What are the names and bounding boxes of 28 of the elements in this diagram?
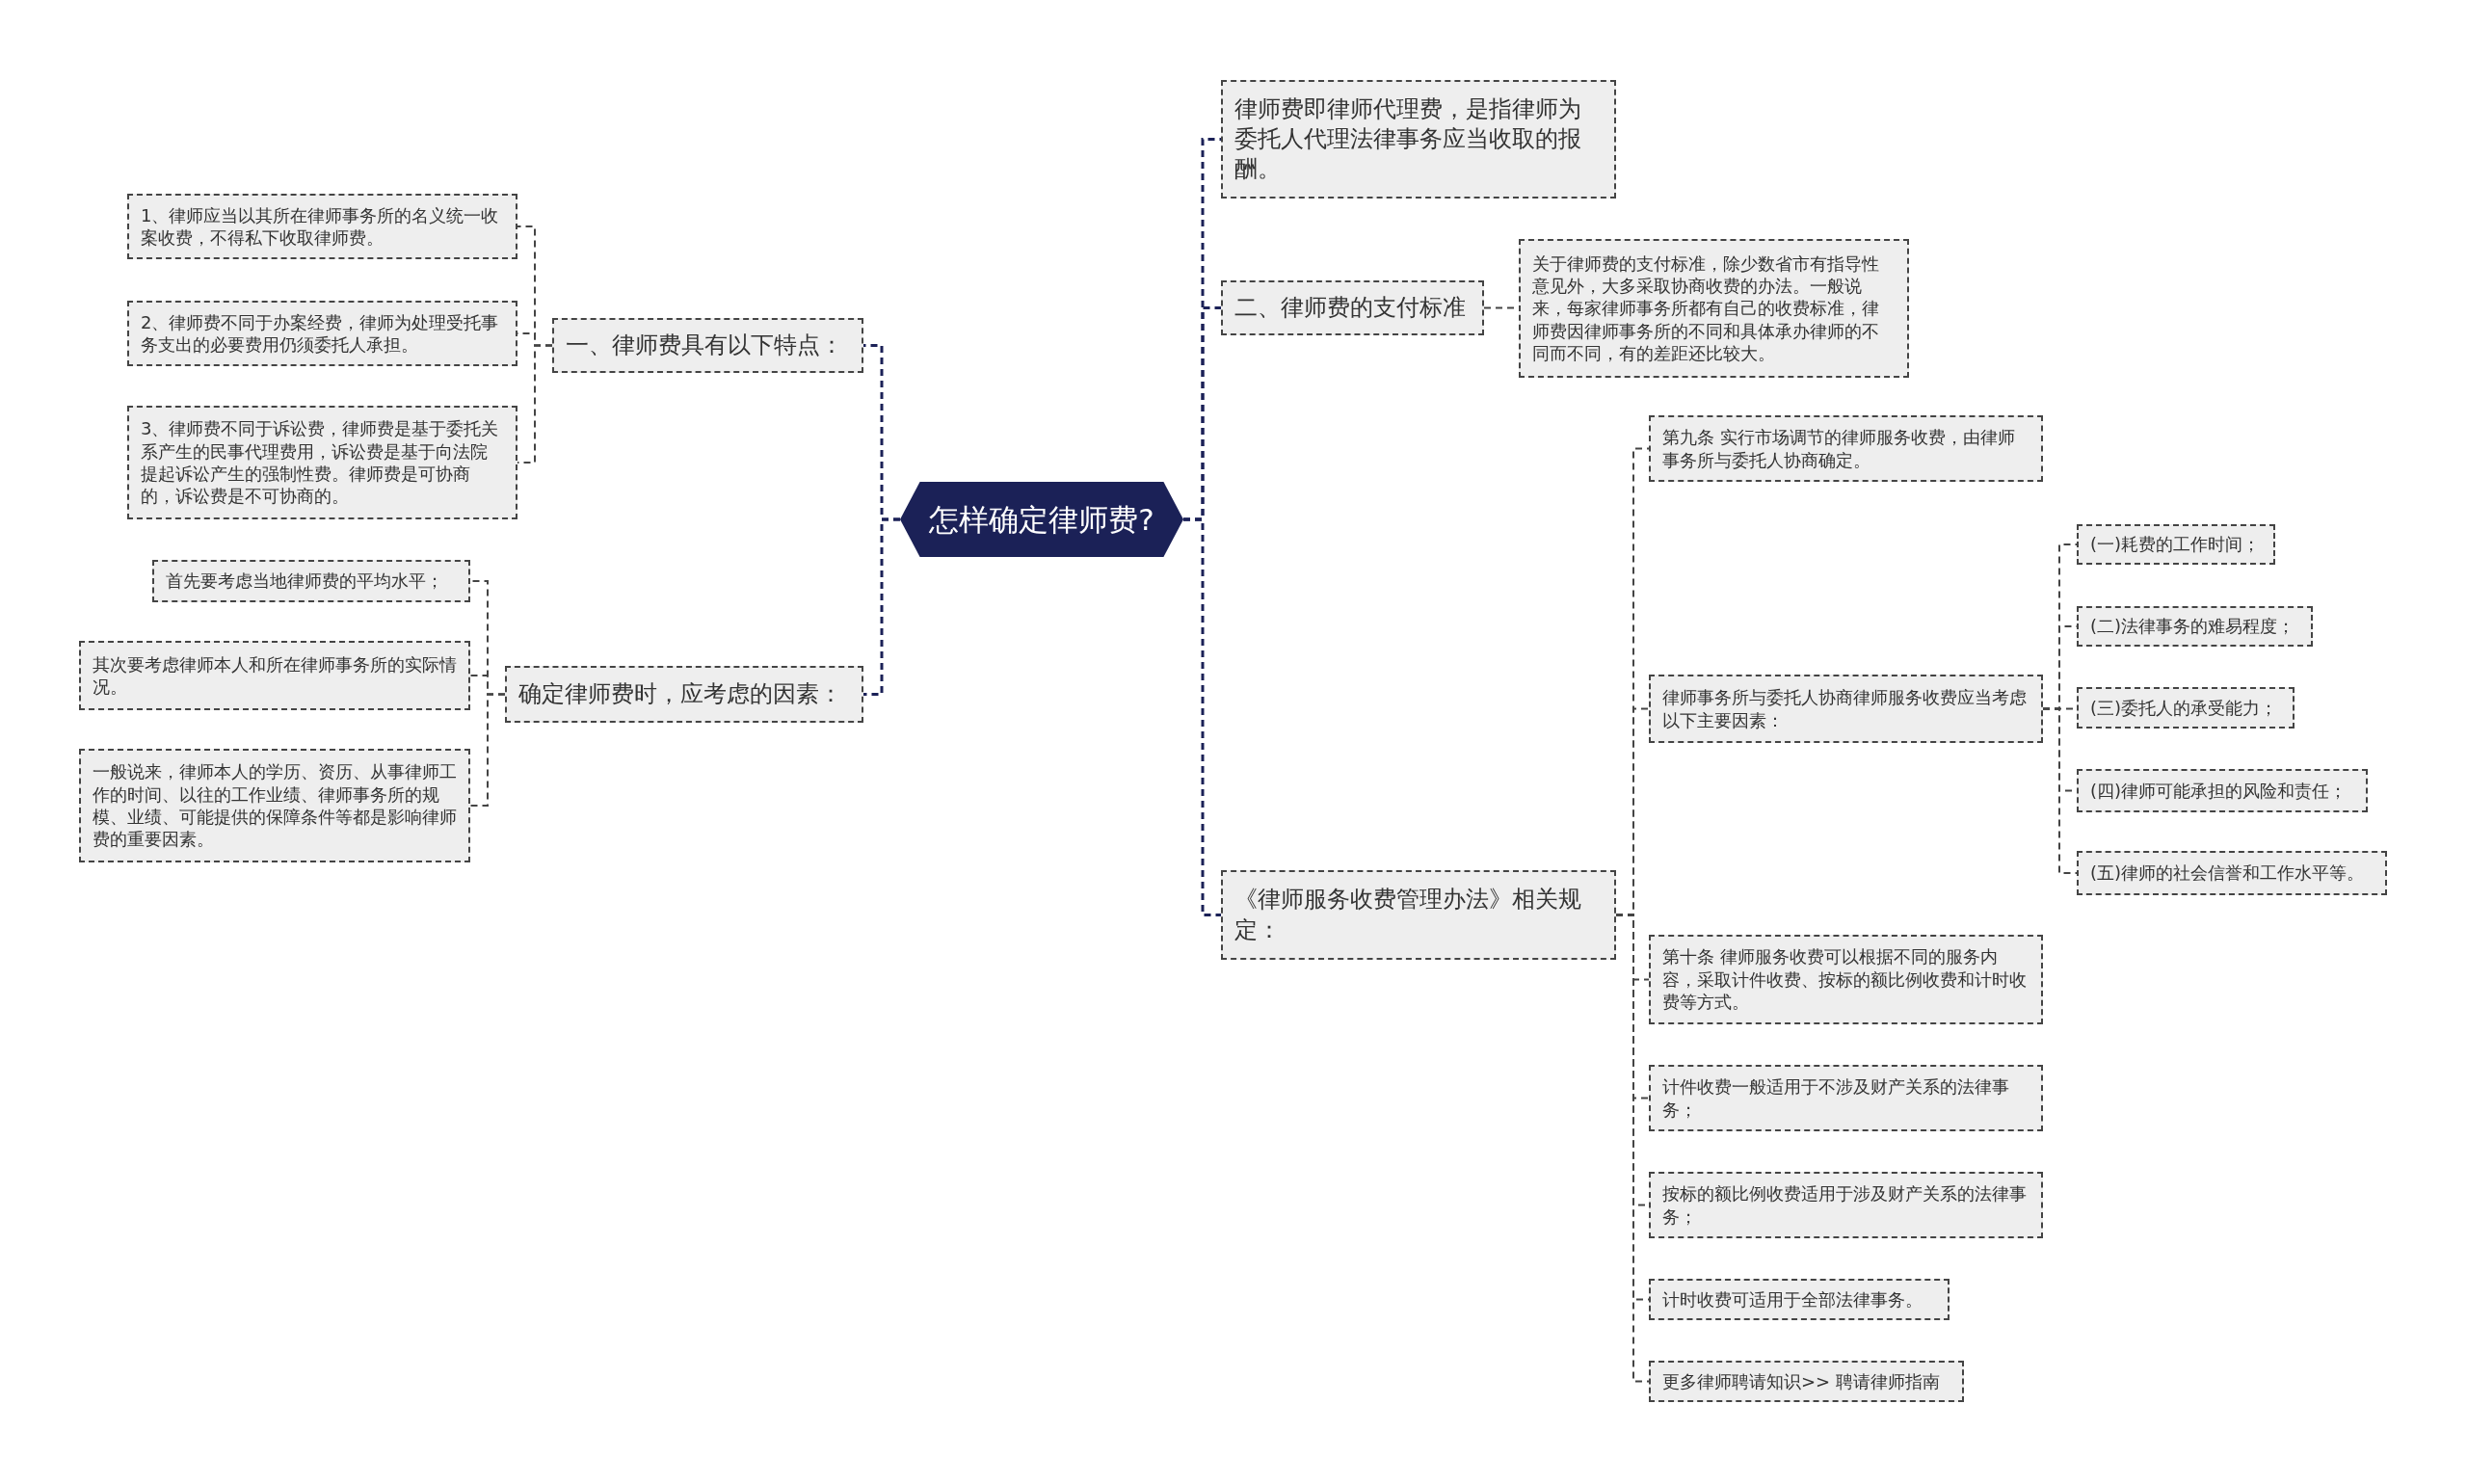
topic-box: (一)耗费的工作时间； [2077, 524, 2275, 565]
topic-box: 计时收费可适用于全部法律事务。 [1649, 1279, 1950, 1320]
topic-box: 按标的额比例收费适用于涉及财产关系的法律事务； [1649, 1172, 2043, 1238]
topic-box: (四)律师可能承担的风险和责任； [2077, 769, 2368, 812]
connector [2042, 707, 2078, 874]
topic-box: 关于律师费的支付标准，除少数省市有指导性意见外，大多采取协商收费的办法。一般说来，每家律师事务所都有自己的收费标准，律师费因律师事务所的不同和具体承办律师的不同而不同，有的差距还比较大。 [1519, 239, 1909, 378]
topic-box: (五)律师的社会信誉和工作水平等。 [2077, 851, 2387, 895]
topic-box: 确定律师费时，应考虑的因素： [505, 666, 863, 723]
topic-box: 一、律师费具有以下特点： [552, 318, 863, 373]
topic-box: (二)法律事务的难易程度； [2077, 606, 2313, 647]
topic-box: 第九条 实行市场调节的律师服务收费，由律师事务所与委托人协商确定。 [1649, 415, 2043, 482]
topic-box: 计件收费一般适用于不涉及财产关系的法律事务； [1649, 1065, 2043, 1131]
topic-box: 更多律师聘请知识>> 聘请律师指南 [1649, 1361, 1964, 1402]
topic-box: 其次要考虑律师本人和所在律师事务所的实际情况。 [79, 641, 470, 710]
topic-box: 《律师服务收费管理办法》相关规定： [1221, 870, 1616, 960]
topic-box: (三)委托人的承受能力； [2077, 687, 2295, 729]
topic-box: 首先要考虑当地律师费的平均水平； [152, 560, 470, 602]
topic-box: 律师事务所与委托人协商律师服务收费应当考虑以下主要因素： [1649, 675, 2043, 743]
topic-box: 1、律师应当以其所在律师事务所的名义统一收案收费，不得私下收取律师费。 [127, 194, 517, 259]
topic-box: 律师费即律师代理费，是指律师为委托人代理法律事务应当收取的报酬。 [1221, 80, 1616, 199]
topic-box: 一般说来，律师本人的学历、资历、从事律师工作的时间、以往的工作业绩、律师事务所的规模、业绩、可能提供的保障条件等都是影响律师费的重要因素。 [79, 749, 470, 862]
topic-box: 3、律师费不同于诉讼费，律师费是基于委托关系产生的民事代理费用，诉讼费是基于向法院提起诉讼产生的强制性费。律师费是可协商的，诉讼费是不可协商的。 [127, 406, 517, 519]
topic-box: 二、律师费的支付标准 [1221, 280, 1484, 335]
topic-box: 2、律师费不同于办案经费，律师为处理受托事务支出的必要费用仍须委托人承担。 [127, 301, 517, 366]
topic-box: 第十条 律师服务收费可以根据不同的服务内容，采取计件收费、按标的额比例收费和计时收费等方式。 [1649, 935, 2043, 1024]
connector [469, 693, 506, 807]
connector [863, 517, 900, 696]
connector [1183, 517, 1221, 916]
